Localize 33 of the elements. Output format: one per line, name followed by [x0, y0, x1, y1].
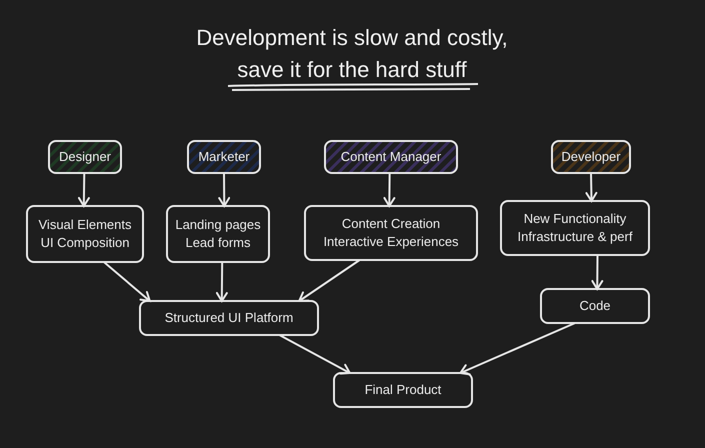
arrow — [459, 322, 576, 376]
arrow — [218, 172, 230, 207]
node-label: New Functionality Infrastructure & perf — [516, 210, 634, 246]
process-box — [166, 205, 270, 263]
arrow — [383, 172, 396, 207]
arrow — [591, 254, 604, 290]
process-box — [139, 300, 319, 336]
node-label: Content Creation Interactive Experiences — [322, 215, 460, 251]
arrow — [78, 172, 90, 207]
process-box — [500, 200, 650, 256]
node-label: Designer — [58, 148, 112, 166]
node-label: Code — [579, 297, 611, 315]
diagram-title: Development is slow and costly, save it for the hard stuff — [195, 24, 509, 84]
role-box — [48, 140, 122, 174]
node-label: Structured UI Platform — [164, 309, 294, 327]
node-label: Final Product — [364, 381, 442, 399]
role-box — [324, 140, 458, 174]
node-label: Visual Elements UI Composition — [38, 216, 132, 252]
node-label: Marketer — [198, 148, 250, 166]
arrow — [216, 261, 228, 302]
process-box — [540, 288, 650, 324]
process-box — [304, 205, 478, 261]
process-box — [333, 372, 473, 408]
role-box — [551, 140, 631, 174]
process-box — [26, 205, 144, 263]
node-label: Developer — [561, 148, 621, 166]
node-label: Content Manager — [340, 148, 442, 166]
arrow — [278, 334, 351, 375]
arrow — [102, 261, 151, 302]
role-box — [187, 140, 261, 174]
node-label: Landing pages Lead forms — [174, 216, 262, 252]
arrow — [585, 172, 598, 202]
arrow — [298, 259, 361, 302]
